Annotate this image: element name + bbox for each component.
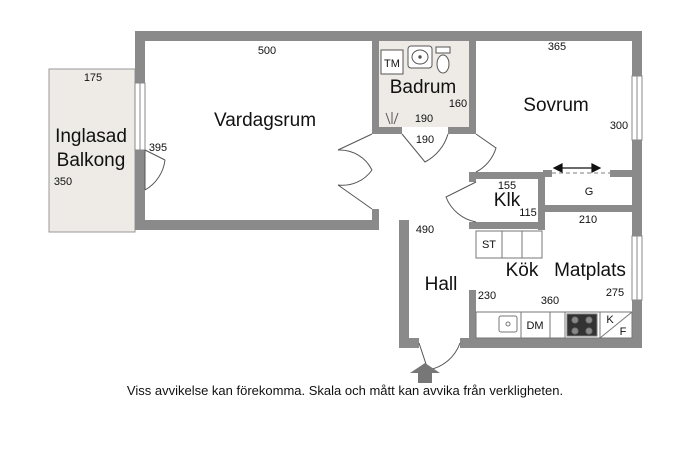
balcony-floor — [48, 68, 136, 233]
doors — [144, 133, 497, 371]
dim-hall-length: 490 — [416, 224, 434, 236]
dim-sovrum-depth: 300 — [610, 120, 628, 132]
dim-klk-width: 155 — [498, 180, 516, 192]
room-label-hall: Hall — [425, 274, 458, 295]
room-label-klk: Klk — [494, 190, 521, 211]
appliance-label-st: ST — [482, 239, 496, 251]
windows — [134, 75, 643, 301]
dim-badrum-depth: 160 — [449, 98, 467, 110]
dim-kitchen-depth: 275 — [606, 287, 624, 299]
room-label-balkong-line1: Inglasad — [55, 126, 127, 147]
dim-balkong-depth: 350 — [54, 176, 72, 188]
dim-balkong-width: 175 — [84, 72, 102, 84]
entrance-arrow-icon — [410, 363, 440, 383]
dim-klk-depth: 115 — [519, 207, 537, 219]
sliding-door-arrow — [552, 163, 610, 174]
appliance-label-g: G — [585, 186, 594, 198]
room-label-balkong-line2: Balkong — [57, 150, 126, 171]
appliance-label-dm: DM — [526, 320, 543, 332]
walls — [135, 31, 642, 348]
dim-balkong-wall: 395 — [149, 142, 167, 154]
room-label-sovrum: Sovrum — [523, 95, 588, 116]
room-label-kok: Kök — [506, 260, 539, 281]
appliance-label-f: F — [620, 326, 627, 338]
disclaimer-text: Viss avvikelse kan förekomma. Skala och … — [126, 383, 564, 398]
room-label-badrum: Badrum — [390, 77, 457, 98]
appliance-label-tm: TM — [384, 58, 400, 70]
dim-badrum-width: 190 — [415, 113, 433, 125]
appliance-label-k: K — [606, 314, 614, 326]
bathroom-fixtures — [380, 45, 451, 125]
kitchen-counters — [475, 230, 633, 339]
dim-sovrum-width: 365 — [548, 41, 566, 53]
dim-kitchen-width: 360 — [541, 295, 559, 307]
dim-vardagsrum-width: 500 — [258, 45, 276, 57]
room-label-matplats: Matplats — [554, 260, 626, 281]
dim-hall-width: 230 — [478, 290, 496, 302]
dim-g-width: 210 — [579, 214, 597, 226]
dim-badrum-door: 190 — [416, 134, 434, 146]
room-label-vardagsrum: Vardagsrum — [214, 110, 316, 131]
